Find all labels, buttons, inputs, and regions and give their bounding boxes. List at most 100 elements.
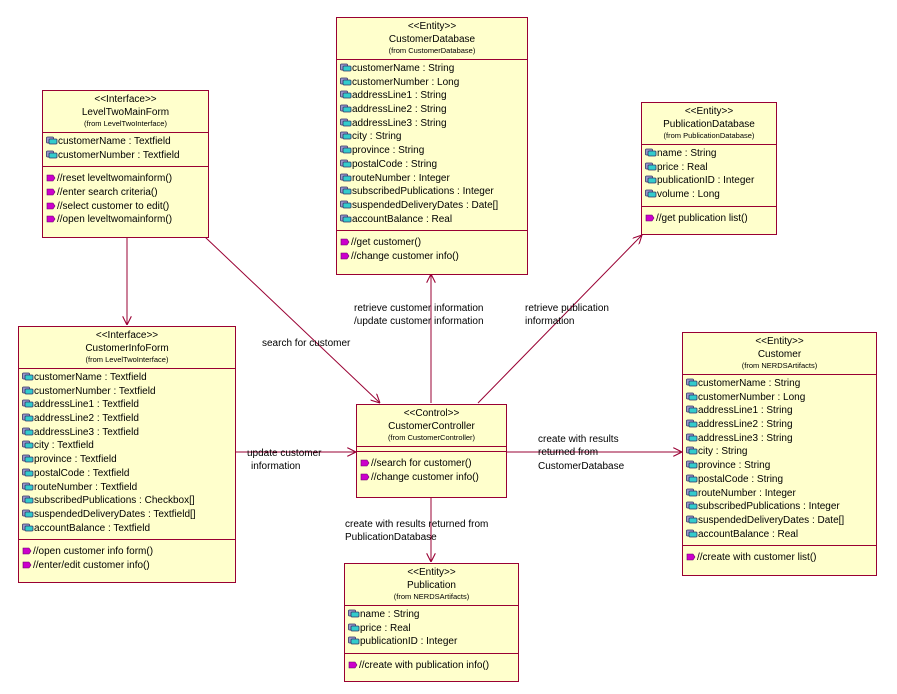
attribute-icon	[340, 173, 352, 181]
attribute-row: city : Textfield	[22, 439, 232, 453]
attribute-row: customerName : String	[340, 62, 524, 76]
class-package: (from LevelTwoInterface)	[85, 355, 169, 364]
stereotype: <<Interface>>	[95, 330, 159, 341]
attribute-text: customerNumber : Textfield	[34, 385, 156, 397]
attribute-text: addressLine2 : String	[352, 104, 447, 116]
operation-row: //change customer info()	[360, 471, 503, 485]
class-header: <<Entity>> PublicationDatabase (from Pub…	[642, 103, 776, 145]
attribute-row: suspendedDeliveryDates : Date[]	[686, 514, 873, 528]
attribute-icon	[22, 372, 34, 381]
operation-text: //select customer to edit()	[57, 200, 170, 212]
operation-row: //enter/edit customer info()	[22, 559, 232, 573]
attribute-icon	[340, 214, 352, 222]
attributes: customerName : String customerNumber : Lo…	[683, 375, 876, 547]
class-publication[interactable]: <<Entity>> Publication (from NERDSArtifa…	[344, 563, 519, 682]
operation-row: //select customer to edit()	[46, 200, 205, 214]
attribute-icon	[686, 488, 698, 496]
attribute-text: suspendedDeliveryDates : Date[]	[698, 514, 845, 526]
operation-text: //enter/edit customer info()	[33, 559, 150, 571]
operation-icon	[645, 214, 655, 222]
attribute-row: postalCode : String	[340, 158, 524, 172]
attribute-icon	[686, 378, 698, 387]
operation-icon	[46, 216, 56, 223]
attribute-row: addressLine3 : Textfield	[22, 426, 232, 440]
operations: //get customer()//change customer info()	[337, 231, 527, 267]
operation-icon	[348, 661, 358, 669]
attribute-icon	[645, 162, 657, 171]
label-retrieve-customer-line1: retrieve customer information	[354, 303, 484, 314]
attribute-row: routeNumber : Textfield	[22, 481, 232, 495]
class-package: (from LevelTwoInterface)	[84, 119, 167, 128]
attribute-row: customerNumber : Long	[686, 391, 873, 405]
attribute-text: customerName : String	[352, 63, 455, 74]
label-retrieve-customer-line2: /update customer information	[354, 316, 484, 327]
attribute-text: addressLine2 : String	[698, 419, 793, 431]
attribute-text: customerName : Textfield	[34, 372, 147, 383]
operation-icon	[22, 561, 32, 569]
operation-row: //create with publication info()	[348, 659, 515, 673]
attributes	[357, 447, 506, 452]
attribute-text: city : String	[352, 131, 402, 143]
attribute-text: accountBalance : Real	[698, 528, 799, 540]
attribute-row: customerName : Textfield	[22, 371, 232, 385]
attribute-icon	[22, 454, 34, 463]
operation-icon	[686, 553, 696, 561]
attribute-text: addressLine2 : Textfield	[34, 413, 139, 425]
label-create-publication-line1: create with results returned from	[345, 519, 489, 530]
attribute-icon	[340, 63, 352, 72]
attributes: customerName : Textfield customerNumber :…	[19, 369, 235, 541]
attribute-icon	[22, 523, 34, 531]
attribute-icon	[340, 200, 352, 209]
operation-text: //create with publication info()	[359, 660, 490, 672]
class-package: (from NERDSArtifacts)	[393, 592, 470, 601]
operations: //create with customer list()	[683, 546, 876, 569]
class-customerinfoform[interactable]: <<Interface>> CustomerInfoForm (from Lev…	[18, 326, 236, 583]
operation-row: //open customer info form()	[22, 545, 232, 559]
attribute-icon	[22, 495, 34, 504]
label-update-customer-line2: information	[251, 461, 301, 472]
attribute-icon	[686, 433, 698, 442]
attribute-text: city : Textfield	[34, 440, 94, 452]
operation-text: //enter search criteria()	[57, 187, 158, 199]
operation-icon	[360, 473, 370, 480]
attribute-text: publicationID : Integer	[360, 636, 458, 648]
attribute-row: publicationID : Integer	[348, 635, 515, 649]
attribute-icon	[22, 399, 34, 408]
class-header: <<Interface>> LevelTwoMainForm (from Lev…	[43, 91, 208, 133]
operations: //open customer info form()//enter/edit …	[19, 540, 235, 576]
operation-text: //get publication list()	[656, 212, 748, 224]
attribute-text: subscribedPublications : Checkbox[]	[34, 495, 195, 507]
operations: //get publication list()	[642, 207, 776, 230]
attribute-icon	[46, 150, 58, 159]
attribute-icon	[22, 413, 34, 422]
attribute-row: suspendedDeliveryDates : Textfield[]	[22, 508, 232, 522]
attribute-icon	[46, 136, 58, 145]
class-publicationdatabase[interactable]: <<Entity>> PublicationDatabase (from Pub…	[641, 102, 777, 235]
attribute-row: routeNumber : Integer	[686, 487, 873, 501]
stereotype: <<Control>>	[403, 408, 460, 419]
attribute-text: customerName : String	[698, 378, 801, 389]
attribute-text: routeNumber : Integer	[698, 487, 796, 499]
stereotype: <<Interface>>	[94, 94, 157, 105]
attribute-icon	[22, 509, 34, 518]
operation-text: //reset leveltwomainform()	[57, 173, 173, 185]
class-customer[interactable]: <<Entity>> Customer (from NERDSArtifacts…	[682, 332, 877, 576]
class-name: PublicationDatabase	[663, 119, 755, 130]
attribute-text: province : Textfield	[34, 454, 117, 466]
line-controller-to-publicationdb	[477, 235, 642, 404]
class-customerdatabase[interactable]: <<Entity>> CustomerDatabase (from Custom…	[336, 17, 528, 275]
attribute-row: addressLine1 : String	[340, 89, 524, 103]
attribute-icon	[340, 77, 352, 86]
attribute-text: price : Real	[657, 161, 708, 173]
class-leveltwomainform[interactable]: <<Interface>> LevelTwoMainForm (from Lev…	[42, 90, 209, 238]
attribute-text: province : String	[698, 460, 771, 472]
label-create-publication-line2: PublicationDatabase	[345, 532, 437, 543]
class-customercontroller[interactable]: <<Control>> CustomerController (from Cus…	[356, 404, 507, 498]
attribute-icon	[348, 623, 360, 632]
attribute-text: province : String	[352, 145, 425, 157]
operations: //create with publication info()	[345, 654, 518, 677]
operation-row: //get customer()	[340, 236, 524, 250]
attribute-row: subscribedPublications : Checkbox[]	[22, 494, 232, 508]
